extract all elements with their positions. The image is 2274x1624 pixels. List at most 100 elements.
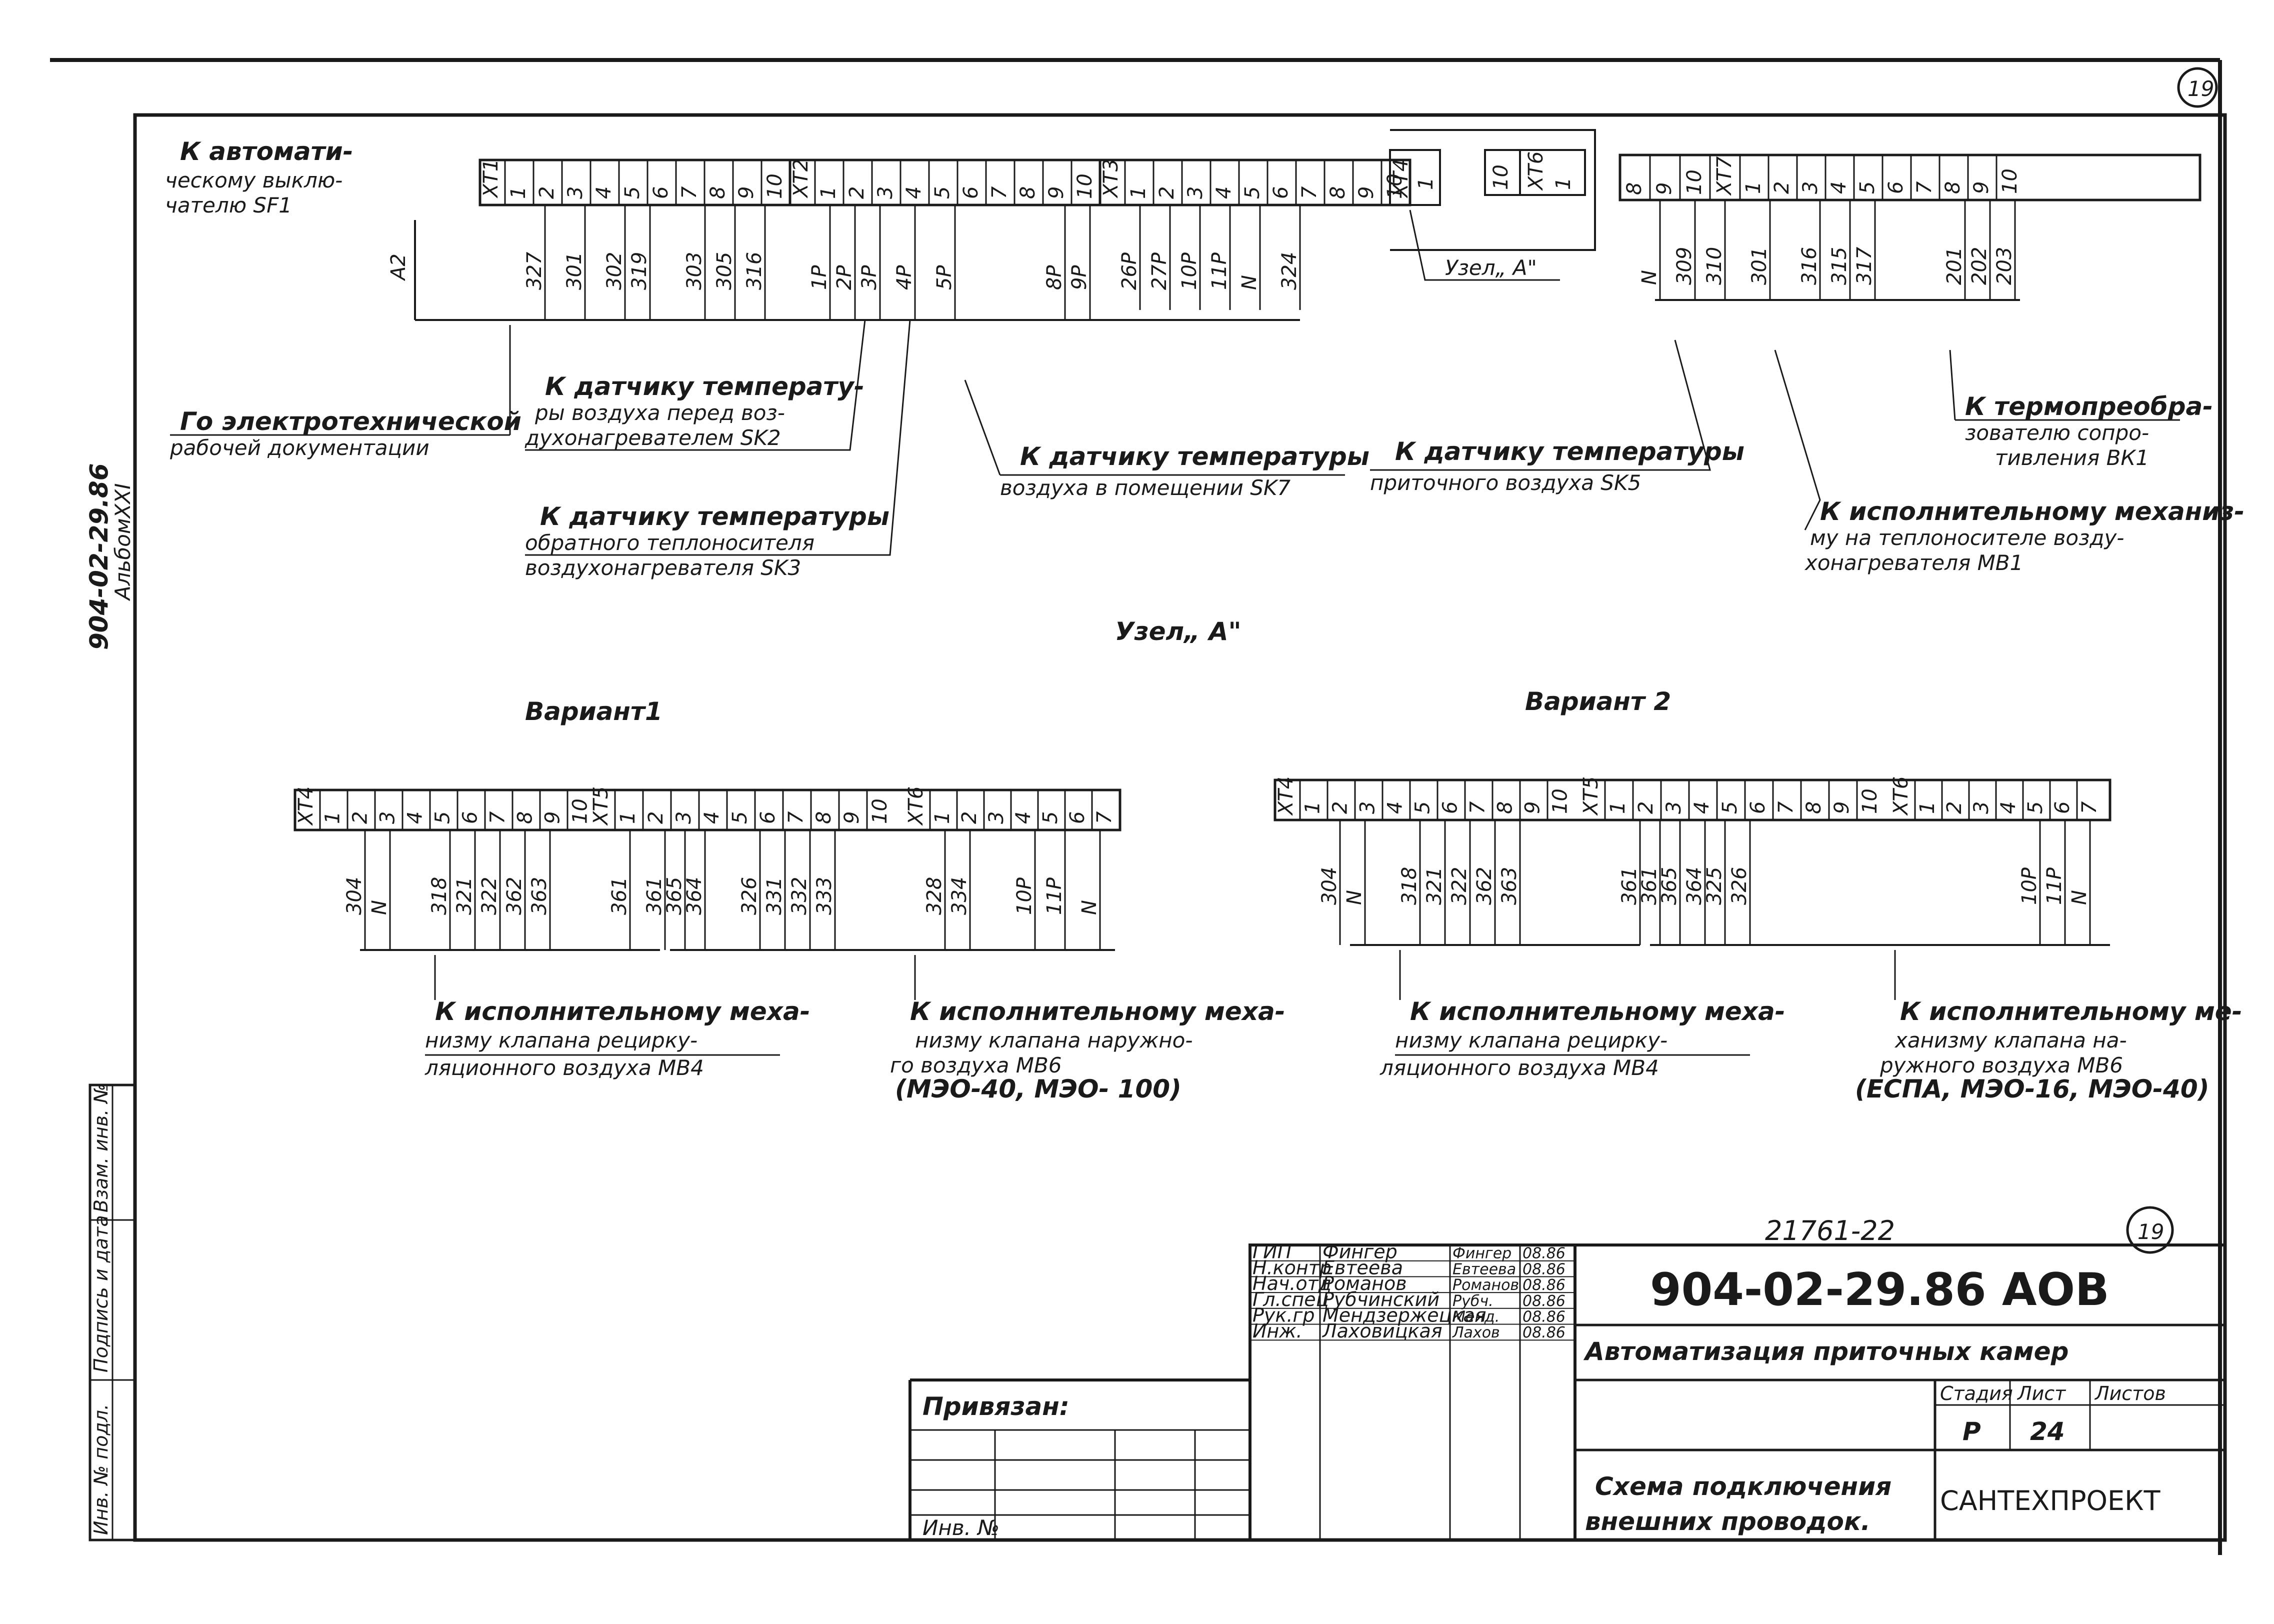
tb-signature: Фингер [1452,1245,1512,1262]
v1-xt5: XT5 [590,786,612,826]
v2-xt6-term: 6 [2051,802,2074,814]
xt2-label: XT2 [790,159,812,198]
tb-signature: Евтеева [1452,1260,1516,1278]
xt3-term: 2 [1156,186,1178,199]
sheet-value: 24 [2030,1417,2065,1446]
v1-xt5-term: 1 [616,812,640,824]
xt1-term: 1 [507,186,530,199]
v1-xt5-term: 4 [700,812,724,824]
tb-role: Инж. [1252,1320,1302,1342]
v1-xt6-term: 7 [1093,811,1116,824]
xt1-wire-label: 301 [563,252,586,290]
node-xt6-term: 1 [1552,178,1575,190]
tb-signature: Лахов [1452,1324,1500,1342]
v2-wire-label: 10P [2018,867,2041,905]
v2-xt5: XT5 [1580,776,1602,816]
xt3-wire-label: 11P [1208,252,1231,290]
xt7-wire-label: 309 [1673,247,1696,285]
v1-xt5-term: 2 [644,812,668,824]
xt1-term: 10 [764,174,786,199]
v1-wire-label: 365 [663,877,686,915]
xt3-wire-label: 324 [1278,252,1301,290]
xt3-term: 5 [1241,186,1264,199]
xt2-term: 10 [1074,174,1096,199]
stage-value: Р [1962,1417,1981,1446]
v1-wire-label: 331 [763,877,786,915]
tb-signature: Романов [1452,1276,1519,1294]
xt1-wire-label: 305 [713,252,736,290]
xt7-term: 3 [1799,182,1822,194]
xt7-wire-label: 315 [1828,247,1851,285]
v1-wire-label: 321 [453,877,476,915]
tb-name: Романов [1322,1272,1407,1294]
xt7-wire-label: 203 [1993,247,2016,285]
v1-wire-label: 361 [643,877,666,915]
v1-mb4-3: ляционного воздуха МВ4 [424,1056,704,1080]
v1-wire-label: 362 [503,877,526,915]
xt1-wire-label: 327 [523,252,546,290]
note-sk5-1: К датчику температуры [1395,437,1744,466]
xt7-pre-term: 10 [1683,170,1706,195]
v1-wire-label: 11P [1043,877,1066,915]
xt7-label: XT7 [1713,156,1736,196]
xt1-term: 5 [621,186,644,199]
v2-xt4-term: 4 [1384,802,1407,814]
xt7-wire-label: 310 [1703,247,1726,285]
v2-mb6-4: (ЕСПА, МЭО-16, МЭО-40) [1855,1074,2209,1104]
node-a-label: Узел„ А" [1445,256,1537,280]
tb-role: Н.контр [1252,1256,1332,1278]
v1-xt6: XT6 [904,786,928,826]
xt7-wire-label: 301 [1748,247,1771,285]
v1-wire-label: 361 [608,877,631,915]
sheet-badge: 19 [2188,76,2214,101]
note-mb1-2: му на теплоносителе возду- [1810,526,2124,550]
xt2-wire-label: 8P [1043,265,1066,290]
node-xt6: XT6 [1524,152,1548,191]
tb-name: Лаховицкая [1322,1320,1442,1342]
variant1-title: Вариант1 [525,697,662,726]
tb-role: Нач.отд [1252,1272,1332,1294]
xt2-wire-label: 9P [1068,265,1091,290]
v2-xt5-term: 9 [1830,802,1854,814]
tb-signature: Менд. [1452,1308,1500,1326]
xt7-pre-term: 8 [1623,182,1646,195]
note-sk3-2: обратного теплоносителя [525,530,814,555]
xt7-term: 2 [1770,182,1794,194]
v1-wire-label: N [368,900,391,915]
node-a-title: Узел„ А" [1115,617,1242,646]
v2-xt4-term: 9 [1522,802,1544,814]
v2-wire-label: 363 [1498,867,1521,905]
v1-mb4-2: низму клапана рецирку- [425,1028,698,1052]
v1-wire-label: 10P [1013,877,1036,915]
note-sk3-3: воздухонагревателя SK3 [525,556,801,580]
v1-wire-label: 326 [738,877,761,915]
v2-wire-label: 326 [1728,867,1751,905]
v2-xt4-term: 1 [1302,802,1324,814]
v1-xt6-term: 4 [1012,812,1035,824]
xt7-term: 7 [1913,181,1936,194]
tb-date: 08.86 [1522,1308,1566,1326]
tb-date: 08.86 [1522,1324,1566,1342]
xt1-term: 6 [650,186,672,199]
v2-mb6-3: ружного воздуха МВ6 [1880,1053,2123,1078]
variant2-title: Вариант 2 [1525,687,1671,716]
xt2-term: 2 [846,186,868,199]
v2-xt5-term: 6 [1746,802,1770,814]
tb-role: Гл.спец [1252,1288,1329,1310]
xt3-term: 4 [1212,186,1236,199]
note-mb1-3: хонагревателя МВ1 [1804,550,2023,575]
xt3-wire-label: 27P [1148,252,1171,290]
node-term-10: 10 [1490,164,1512,190]
xt2-term: 5 [931,186,954,199]
v1-xt6-term: 6 [1066,812,1089,824]
sheet-title-1: Схема подключения [1595,1472,1892,1501]
v1-wire-label: 322 [478,877,501,915]
tb-name: Мендзержецкая [1322,1304,1486,1326]
v2-xt6-term: 7 [2078,801,2101,814]
xt2-term: 8 [1016,186,1040,199]
v2-xt6-term: 2 [1943,802,1966,814]
xt1-term: 4 [592,186,616,199]
